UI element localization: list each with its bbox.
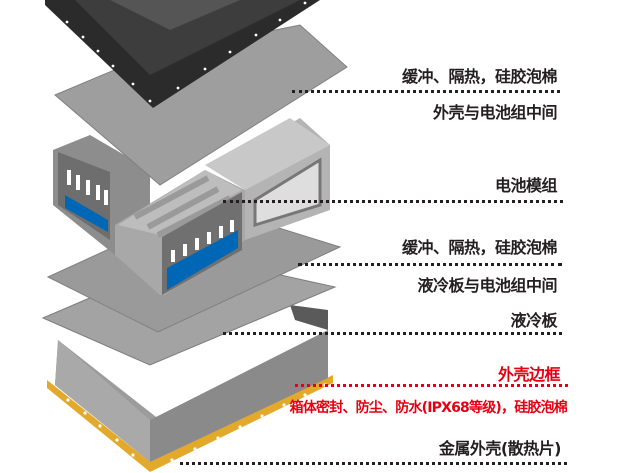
label-buffer-middle-position: 液冷板与电池组中间 <box>417 276 557 295</box>
battery-module <box>53 118 330 295</box>
label-cooling-plate: 液冷板 <box>510 311 557 330</box>
leader-line-cooling-plate <box>223 332 562 335</box>
label-outer-frame: 外壳边框 <box>497 365 561 384</box>
leader-line-outer-frame <box>295 384 568 387</box>
top-lid <box>45 0 320 108</box>
label-battery-module: 电池模组 <box>494 176 558 195</box>
leader-line-buffer-middle <box>298 263 562 266</box>
leader-line-metal-shell <box>180 462 567 465</box>
leader-line-battery-module <box>223 200 563 203</box>
label-metal-shell: 金属外壳(散热片) <box>438 439 562 458</box>
label-buffer-middle: 缓冲、隔热，硅胶泡棉 <box>401 238 558 257</box>
leader-line-buffer-top <box>292 90 560 93</box>
label-buffer-top: 缓冲、隔热，硅胶泡棉 <box>401 67 558 86</box>
label-buffer-top-position: 外壳与电池组中间 <box>432 103 558 122</box>
metal-shell <box>47 305 333 472</box>
label-outer-frame-seal: 箱体密封、防尘、防水(IPX68等级)，硅胶泡棉 <box>289 400 568 416</box>
